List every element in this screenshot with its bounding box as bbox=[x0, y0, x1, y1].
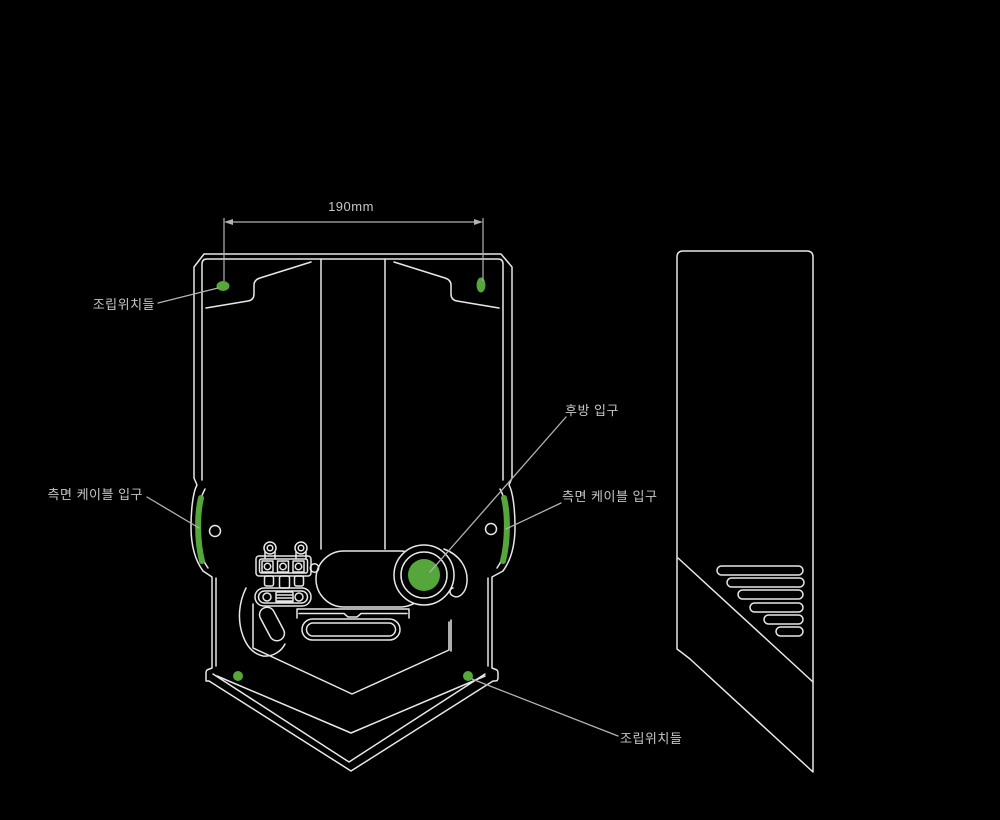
label-assembly-positions-bottom: 조립위치들 bbox=[620, 731, 683, 746]
rear-entry-inner-ring bbox=[400, 551, 448, 599]
leader-lines bbox=[146, 287, 619, 737]
leader-side-cable-left bbox=[146, 496, 200, 529]
retainer-bar bbox=[296, 608, 410, 619]
left-bump-hole bbox=[208, 524, 222, 538]
right-bump-hole bbox=[484, 522, 498, 536]
pocket-top-right bbox=[393, 261, 500, 309]
central-channel bbox=[320, 258, 386, 550]
bottom-slot bbox=[301, 618, 401, 641]
mounting-screw-marker-top-right bbox=[476, 277, 486, 293]
rear-cable-entry-marker bbox=[408, 559, 440, 591]
side-cable-entry-marker-left bbox=[195, 495, 205, 564]
dimension-arrow-right bbox=[474, 219, 483, 225]
lower-inner-edges bbox=[215, 577, 489, 667]
highlight-markers bbox=[216, 277, 486, 681]
dimension-extension-lines bbox=[223, 218, 484, 281]
label-side-cable-entry-left: 측면 케이블 입구 bbox=[47, 487, 143, 502]
leader-assembly-top bbox=[157, 287, 219, 304]
side-view bbox=[676, 250, 814, 773]
hook-arc bbox=[443, 548, 468, 652]
label-rear-entry: 후방 입구 bbox=[565, 403, 619, 418]
terminal-block bbox=[255, 541, 320, 589]
middle-chevron bbox=[216, 675, 486, 734]
leader-assembly-bottom bbox=[471, 678, 619, 737]
cavity-outline bbox=[252, 603, 450, 695]
front-view-inner-outline bbox=[201, 258, 504, 481]
latch bbox=[254, 587, 312, 607]
vent-slots bbox=[716, 565, 805, 637]
mounting-screw-marker-bottom-left bbox=[233, 671, 243, 681]
mounting-screw-marker-top-left bbox=[216, 281, 230, 291]
front-view-outer-outline bbox=[190, 253, 516, 772]
label-side-cable-entry-right: 측면 케이블 입구 bbox=[562, 489, 658, 504]
dimension-label: 190mm bbox=[328, 199, 374, 214]
front-view bbox=[190, 253, 516, 772]
dimension-arrow-left bbox=[224, 219, 233, 225]
mounting-screw-marker-bottom-right bbox=[463, 671, 473, 681]
inner-bottom-chevron bbox=[212, 673, 486, 763]
leader-rear-entry bbox=[429, 416, 567, 573]
pocket-top-left bbox=[205, 261, 312, 309]
teardrop-hook bbox=[238, 587, 286, 657]
side-view-outline bbox=[676, 250, 814, 773]
dimension-190mm bbox=[223, 218, 484, 281]
side-view-fold-line bbox=[677, 557, 814, 683]
leader-side-cable-right bbox=[505, 502, 562, 530]
label-assembly-positions-top: 조립위치들 bbox=[92, 297, 155, 312]
